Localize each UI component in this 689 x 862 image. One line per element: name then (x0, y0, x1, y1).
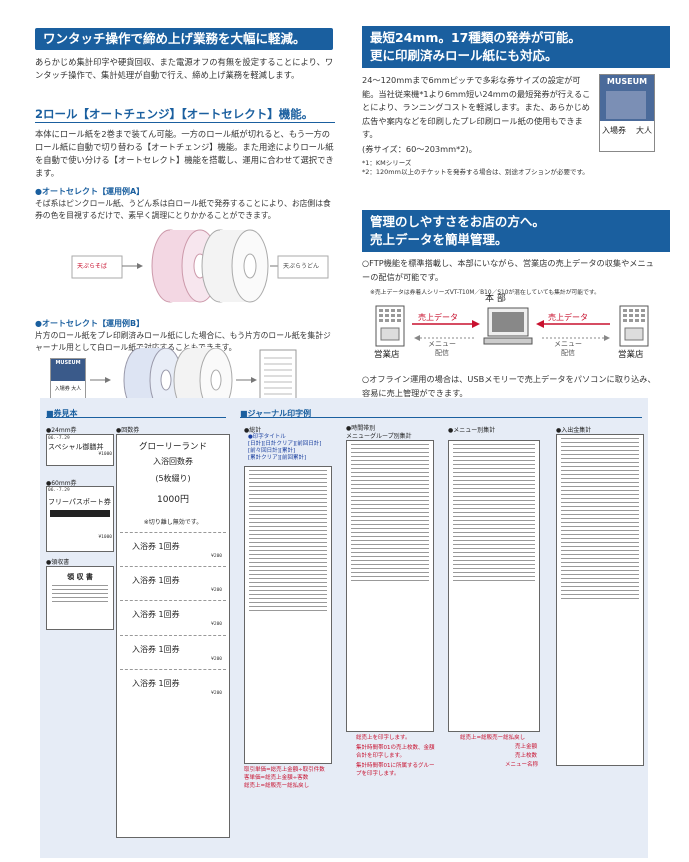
kaisu-entry-5: 入浴券 1回券 (132, 678, 180, 688)
ticket-udon: 天ぷらうどん (283, 263, 320, 270)
entry-label: 入場券 (54, 386, 70, 392)
museum-title: MUSEUM (606, 77, 648, 86)
note-sales-data: ※売上データは券着人シリーズVT-T10M／B10／S10が混在していても集計が… (370, 290, 600, 296)
example-a-title: ●オートセレクト【運用例A】 (35, 187, 145, 196)
museum-label: MUSEUM (51, 359, 85, 381)
journal-total (244, 466, 332, 764)
museum-adult: 大人 (636, 126, 652, 135)
caption-sales-amount: 売上金額 (515, 744, 538, 750)
para-two-roll: 本体にロール紙を2巻まで装てん可能。一方のロール紙が切れると、もう一方のロール紙… (35, 129, 334, 178)
menu-dist-label-left: メニュー 配信 (428, 340, 456, 357)
branch-label-left: 営業店 (374, 350, 400, 360)
label-60mm: ●60mm券 (46, 480, 77, 487)
heading-min-24mm: 最短24mm。17種類の発券が可能。 更に印刷済みロール紙にも対応。 (362, 26, 670, 68)
note-120mm: *2：120mm以上のチケットを発券する場合は、別途オプションが必要です。 (362, 168, 589, 176)
sales-data-label-right: 売上データ (548, 313, 588, 322)
ticket-24mm-price: ¥1000 (98, 452, 112, 458)
caption-timeband-group: 集計時間帯01に所属するグループを印字します。 (356, 763, 435, 777)
label-kaisu: ●回数券 (116, 427, 140, 434)
ticket-60mm-date: 06.-7.29 (48, 488, 70, 493)
kaisu-five: (5枚綴り) (155, 474, 191, 483)
ticket-24mm-date: 06.-7.29 (48, 436, 70, 441)
kaisu-ticket: グローリーランド 入浴回数券 (5枚綴り) 1000円 ※切り離し無効です。 入… (116, 434, 230, 838)
label-jikan: ●時間帯別 メニューグループ別集計 (346, 425, 412, 440)
museum-ticket-small: MUSEUM 入場券 大人 (50, 358, 86, 404)
receipt-sample: 領 収 書 (46, 566, 114, 630)
label-receipt: ●領収書 (46, 559, 70, 566)
kaisu-entry-4: 入浴券 1回券 (132, 644, 180, 654)
para-ticket-sizes: 24〜120mmまで6mmピッチで多彩な券サイズの設定が可能。当社従来機*1より… (362, 75, 591, 139)
caption-customer-price: 客単価=総売上金額÷客数 (244, 775, 309, 781)
label-menu-shukei: ●メニュー別集計 (448, 427, 496, 434)
ticket-60mm: 06.-7.29 フリーパスポート券 ¥1000 (46, 486, 114, 552)
para-offline: ○オフライン運用の場合は、USBメモリーで売上データをパソコンに取り込み、容易に… (362, 374, 656, 398)
example-b-text: 片方のロール紙をプレ印刷済みロール紙にした場合に、もう片方のロール紙を集計ジャー… (35, 331, 331, 352)
kaisu-price-4: ¥200 (211, 656, 222, 662)
caption-unit-price: 取引単価=総売上金額÷取引件数 (244, 767, 325, 773)
kaisu-brand: グローリーランド (138, 442, 207, 452)
journal-menu (448, 440, 540, 732)
heading-management: 管理のしやすさをお店の方へ。 売上データを簡単管理。 (362, 210, 670, 252)
ticket-24mm: 06.-7.29 スペシャル御膳丼 ¥1000 (46, 434, 114, 466)
heading-one-touch: ワンタッチ操作で締め上げ業務を大幅に軽減。 (35, 28, 333, 50)
museum-entry: 入場券 (602, 126, 626, 135)
label-24mm: ●24mm券 (46, 427, 77, 434)
journal-timeband (346, 440, 434, 732)
example-a-text: そば系はピンクロール紙、うどん系は白ロール紙で発券することにより、お店側は食券の… (35, 199, 331, 220)
ticket-24mm-name: スペシャル御膳丼 (48, 443, 104, 452)
kaisu-price: 1000円 (157, 495, 189, 505)
ticket-60mm-price: ¥1000 (98, 535, 112, 541)
branch-label-right: 営業店 (618, 350, 644, 360)
kaisu-entry-2: 入浴券 1回券 (132, 576, 180, 586)
kaisu-price-1: ¥200 (211, 554, 222, 559)
caption-total-sales: 総売上を印字します。 (356, 735, 411, 741)
kaisu-price-5: ¥200 (211, 690, 222, 696)
kaisu-price-3: ¥200 (211, 622, 222, 628)
menu-dist-label-right: メニュー 配信 (554, 340, 582, 357)
caption-timeband01: 集計時間帯01の売上枚数、金額合計を印字します。 (356, 745, 435, 759)
hq-label: 本 部 (485, 294, 506, 304)
shukei-print-titles: ●印字タイトル [日計][日計クリア][前回日計] [前々回日計][累計] [累… (248, 434, 322, 461)
caption-total-sales-1: 総売上=総販売ー総払戻し (244, 783, 310, 789)
caption-sales-count: 売上枚数 (515, 753, 538, 759)
heading-management-line1: 管理のしやすさをお店の方へ。 (370, 214, 545, 229)
journal-cashflow (556, 434, 644, 766)
label-nyushutsu: ●入出金集計 (556, 427, 592, 434)
roll-illustration-a (71, 229, 329, 303)
ticket-60mm-name: フリーパスポート券 (48, 498, 111, 507)
example-b-title: ●オートセレクト【運用例B】 (35, 319, 145, 328)
kaisu-entry-1: 入浴券 1回券 (132, 542, 180, 551)
para-ftp: ○FTP機能を標準搭載し、本部にいながら、営業店の売上データの収集やメニューの配… (362, 258, 654, 282)
caption-menu-name: メニュー名称 (505, 762, 539, 768)
network-diagram (375, 305, 649, 347)
kaisu-note: ※切り離し無効です。 (143, 519, 203, 526)
note-km-series: *1：KMシリーズ (362, 159, 412, 167)
para-ticket-size-range: (券サイズ：60〜203mm*2)。 (362, 144, 477, 154)
caption-total-sales-2: 総売上=総販売ー総払戻し (460, 735, 526, 741)
museum-ticket-image: MUSEUM 入場券 大人 (599, 74, 655, 152)
sales-data-label-left: 売上データ (418, 313, 458, 322)
para-one-touch: あらかじめ集計印字や硬貨回収、また電源オフの有無を設定することにより、ワンタッチ… (35, 57, 334, 80)
kaisu-entry-3: 入浴券 1回券 (132, 610, 180, 620)
kaisu-title: 入浴回数券 (153, 457, 193, 466)
adult-label: 大人 (71, 386, 82, 392)
heading-min-24mm-line1: 最短24mm。17種類の発券が可能。 (370, 30, 581, 45)
receipt-title: 領 収 書 (67, 573, 93, 581)
sample-title: ■券見本 (46, 409, 78, 418)
journal-title: ■ジャーナル印字例 (240, 409, 312, 418)
heading-management-line2: 売上データを簡単管理。 (370, 232, 508, 247)
ticket-soba: 天ぷらそば (77, 263, 108, 270)
kaisu-price-2: ¥200 (211, 588, 222, 594)
label-shukei: ●総計 (244, 427, 262, 434)
heading-min-24mm-line2: 更に印刷済みロール紙にも対応。 (370, 48, 558, 63)
heading-two-roll: 2ロール【オートチェンジ】【オートセレクト】機能。 (35, 107, 314, 121)
